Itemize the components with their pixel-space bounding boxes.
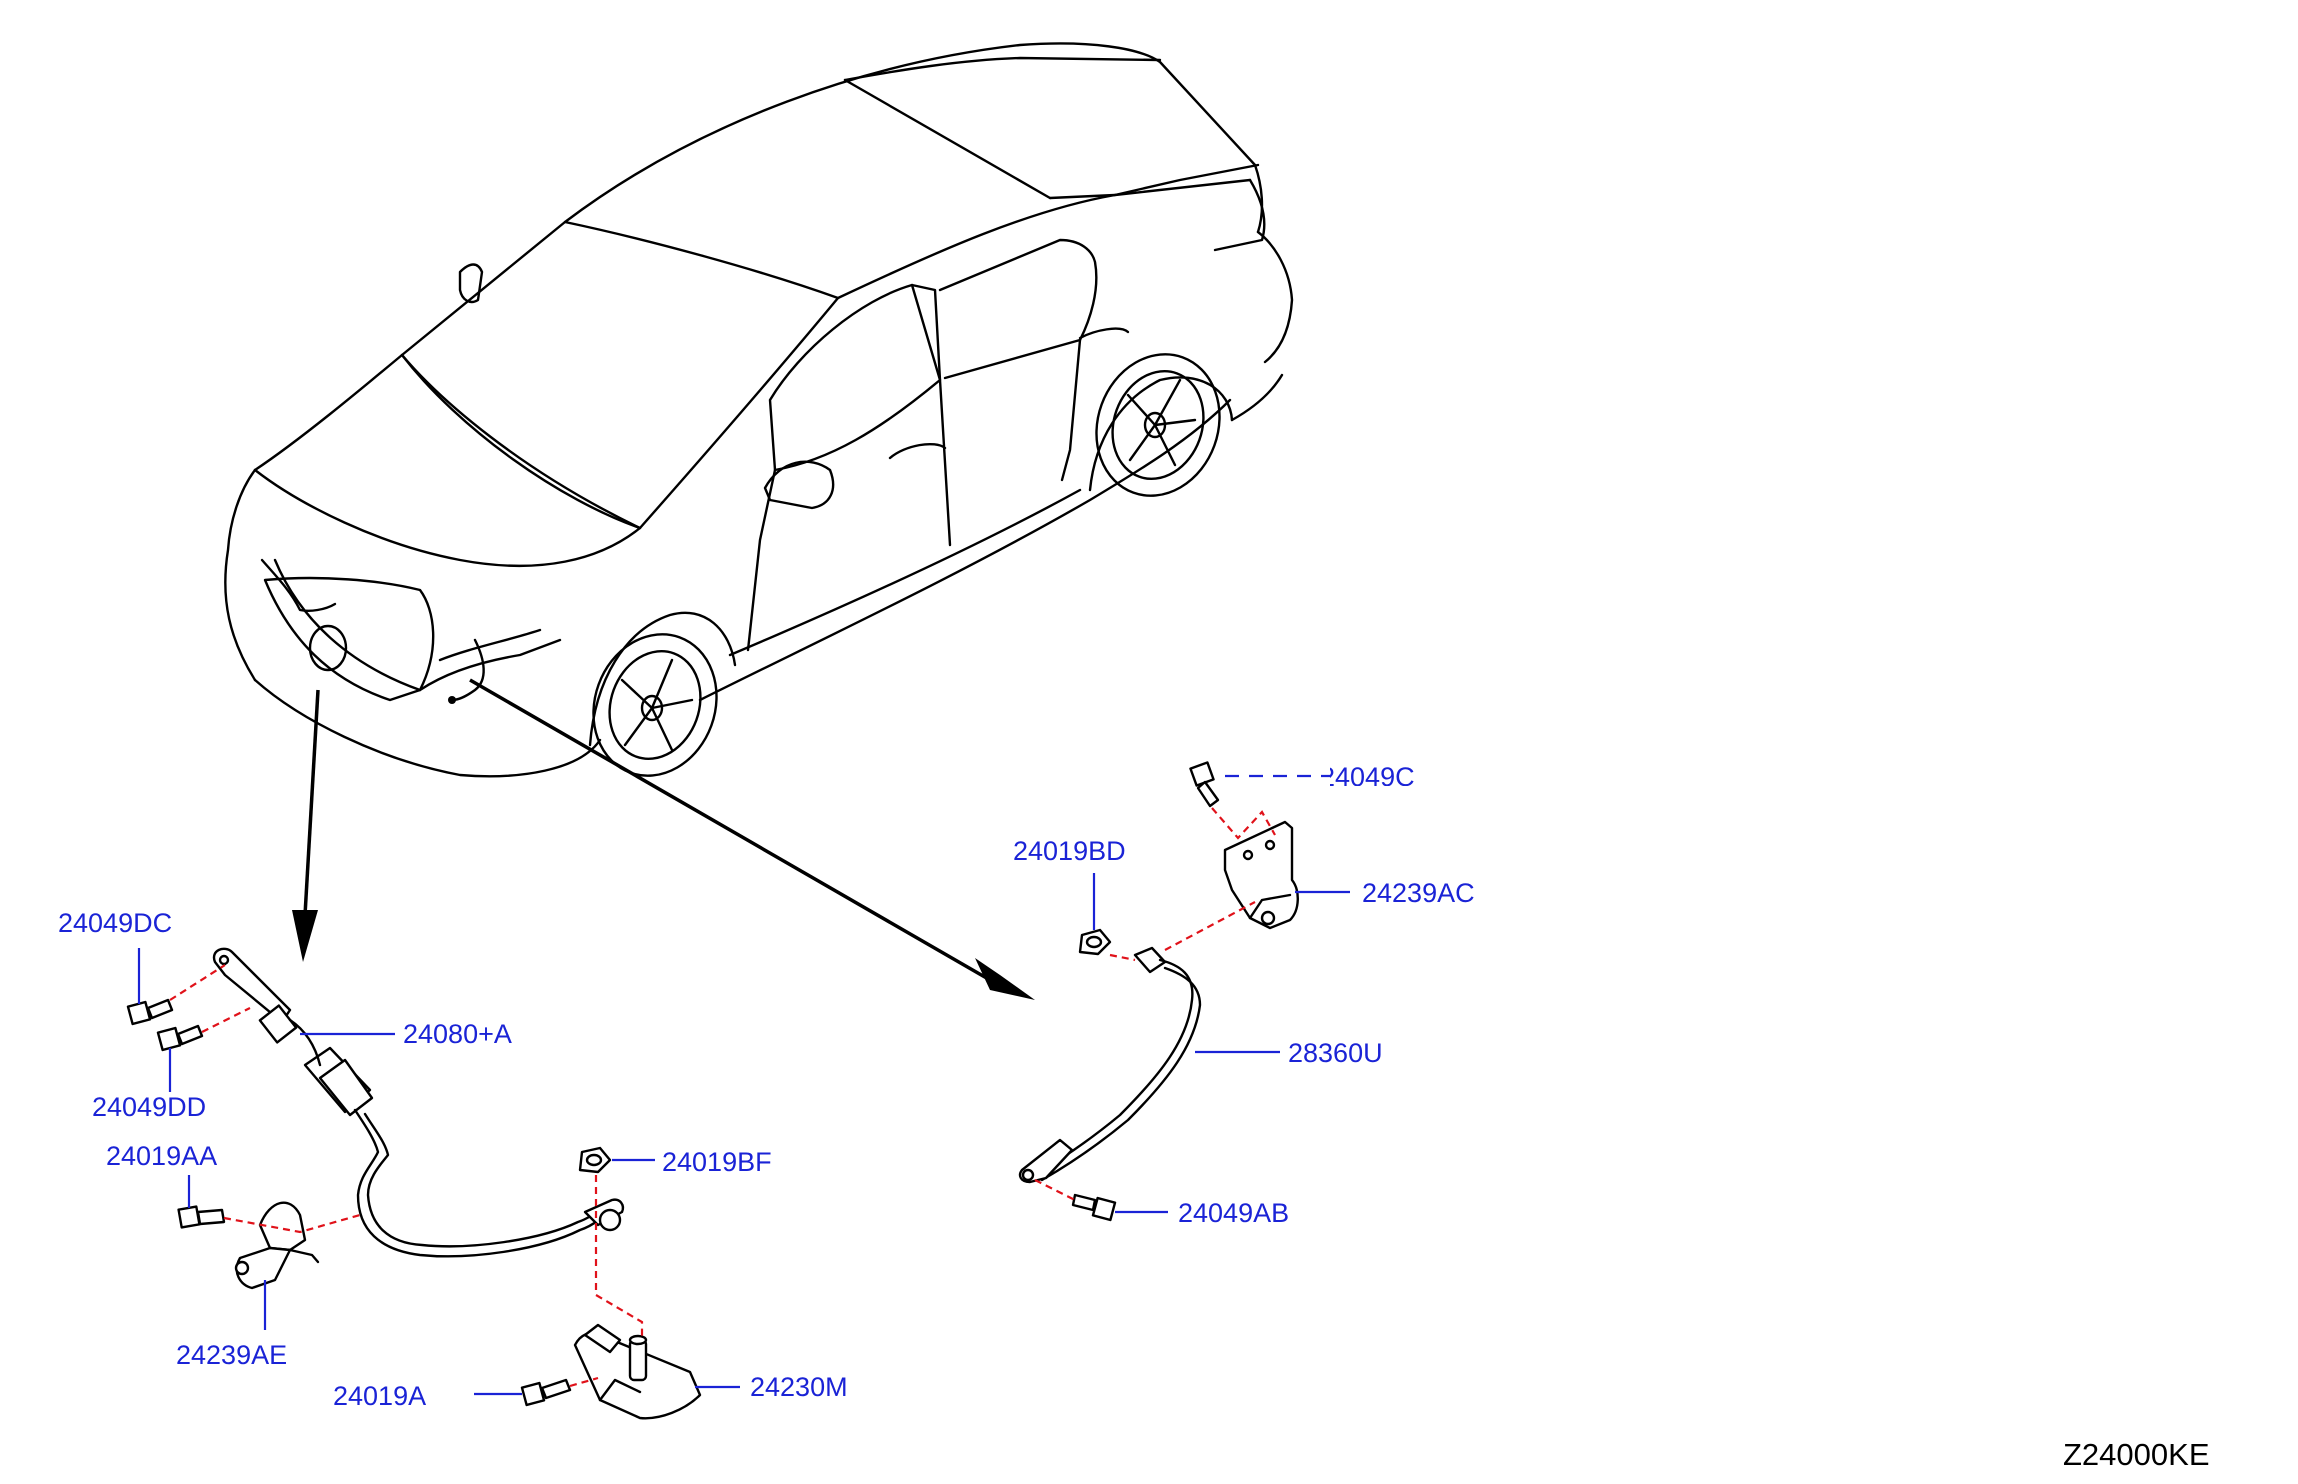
label-mask [1338, 758, 1418, 794]
bolt-24049DC [126, 998, 174, 1026]
callout-arrows [292, 678, 1035, 1000]
car-harness-marks [260, 558, 485, 704]
part-labels: 24049DC 24080+A 24049DD 24019AA 24019BF … [58, 762, 1475, 1411]
harness-eyelet [598, 1208, 622, 1232]
nut-24019BD [1078, 928, 1112, 956]
label-24230M: 24230M [750, 1372, 848, 1402]
label-24019BD: 24019BD [1013, 836, 1126, 866]
sensor-bracket [1223, 820, 1299, 930]
label-24239AC: 24239AC [1362, 878, 1475, 908]
front-harness-assembly [126, 947, 740, 1420]
label-24019A: 24019A [333, 1381, 426, 1411]
bolt-24049AB [1071, 1193, 1117, 1222]
diagram-code: Z24000KE [2063, 1437, 2210, 1472]
label-28360U: 28360U [1288, 1038, 1383, 1068]
connector-block [258, 1004, 298, 1044]
rear-harness-assembly [1018, 761, 1350, 1222]
label-24019AA: 24019AA [106, 1141, 217, 1171]
label-24239AE: 24239AE [176, 1340, 287, 1370]
bolt-24049C [1189, 761, 1220, 808]
label-24049C: 24049C [1320, 762, 1415, 792]
nut-24019BF [578, 1146, 612, 1174]
clip-bracket [258, 1201, 307, 1252]
label-24049DC: 24049DC [58, 908, 172, 938]
label-24080A: 24080+A [403, 1019, 512, 1049]
bolt-24019AA [177, 1205, 226, 1229]
label-24049DD: 24049DD [92, 1092, 206, 1122]
label-24019BF: 24019BF [662, 1147, 772, 1177]
bolt-24049DD [156, 1024, 204, 1052]
label-24049AB: 24049AB [1178, 1198, 1289, 1228]
bolt-24019A [520, 1378, 572, 1407]
car-illustration [224, 42, 1294, 778]
label-24049C-partial: 24049C [1320, 762, 1415, 792]
